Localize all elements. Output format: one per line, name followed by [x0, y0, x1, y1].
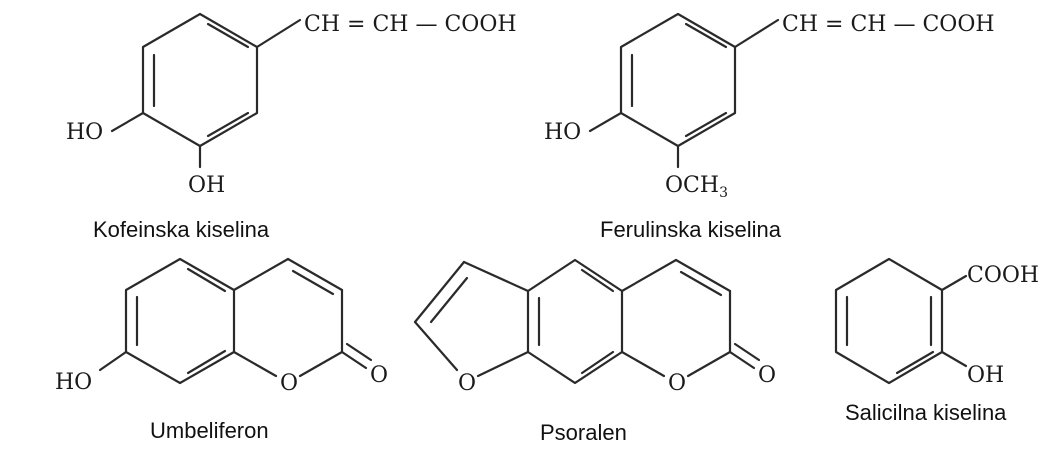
umbelliferone-ring-o-label: O: [280, 371, 298, 396]
umbelliferone-ho-bond: [98, 350, 128, 372]
psoralen-furan-o-label: O: [458, 371, 476, 396]
psoralen-pyrone-ring: [620, 258, 732, 378]
psoralen-benzene-ring: [526, 258, 624, 385]
ferulic-och3-label: OCH3: [665, 173, 728, 201]
salicylic-acid-name: Salicilna kiselina: [845, 400, 1007, 425]
umbelliferone-name: Umbeliferon: [150, 418, 269, 443]
caffeic-acid-name: Kofeinska kiselina: [93, 217, 270, 242]
salicylic-ring: [834, 257, 944, 385]
ferulic-ring: [619, 12, 737, 148]
salicylic-acid-structure: COOH OH Salicilna kiselina: [834, 257, 1039, 425]
ferulic-acid-structure: CH = CH — COOH HO OCH3 Ferulinska kiseli…: [544, 12, 995, 242]
umbelliferone-carbonyl-o-label: O: [370, 363, 388, 388]
psoralen-name: Psoralen: [540, 420, 627, 445]
ferulic-acid-name: Ferulinska kiselina: [600, 217, 782, 242]
caffeic-chain-bond: [255, 18, 302, 49]
salicylic-cooh-bond: [940, 274, 968, 292]
salicylic-oh-bond: [940, 350, 968, 368]
caffeic-ho-bond: [110, 111, 145, 133]
ferulic-side-chain: CH = CH — COOH: [782, 12, 995, 37]
psoralen-carbonyl-bond: [728, 342, 761, 370]
umbelliferone-pyrone-ring: [232, 257, 344, 378]
psoralen-structure: O O O Psoralen: [413, 258, 776, 445]
umbelliferone-carbonyl-bond: [340, 342, 373, 370]
ferulic-chain-bond: [733, 18, 780, 49]
caffeic-side-chain: CH = CH — COOH: [304, 12, 517, 37]
caffeic-acid-structure: CH = CH — COOH HO OH Kofeinska kiselina: [66, 12, 517, 242]
caffeic-ho-label: HO: [66, 120, 103, 145]
umbelliferone-benzene-ring: [124, 257, 236, 385]
ferulic-ho-label: HO: [544, 120, 581, 145]
salicylic-cooh-label: COOH: [967, 263, 1039, 288]
caffeic-ring: [141, 12, 259, 148]
umbelliferone-structure: HO O O Umbeliferon: [55, 257, 388, 443]
salicylic-oh-label: OH: [967, 363, 1004, 388]
psoralen-furan-ring: [413, 260, 530, 378]
psoralen-ring-o-label: O: [668, 371, 686, 396]
ferulic-ho-bond: [588, 111, 623, 133]
umbelliferone-ho-label: HO: [55, 370, 92, 395]
psoralen-carbonyl-o-label: O: [758, 363, 776, 388]
caffeic-oh-label: OH: [188, 173, 225, 198]
